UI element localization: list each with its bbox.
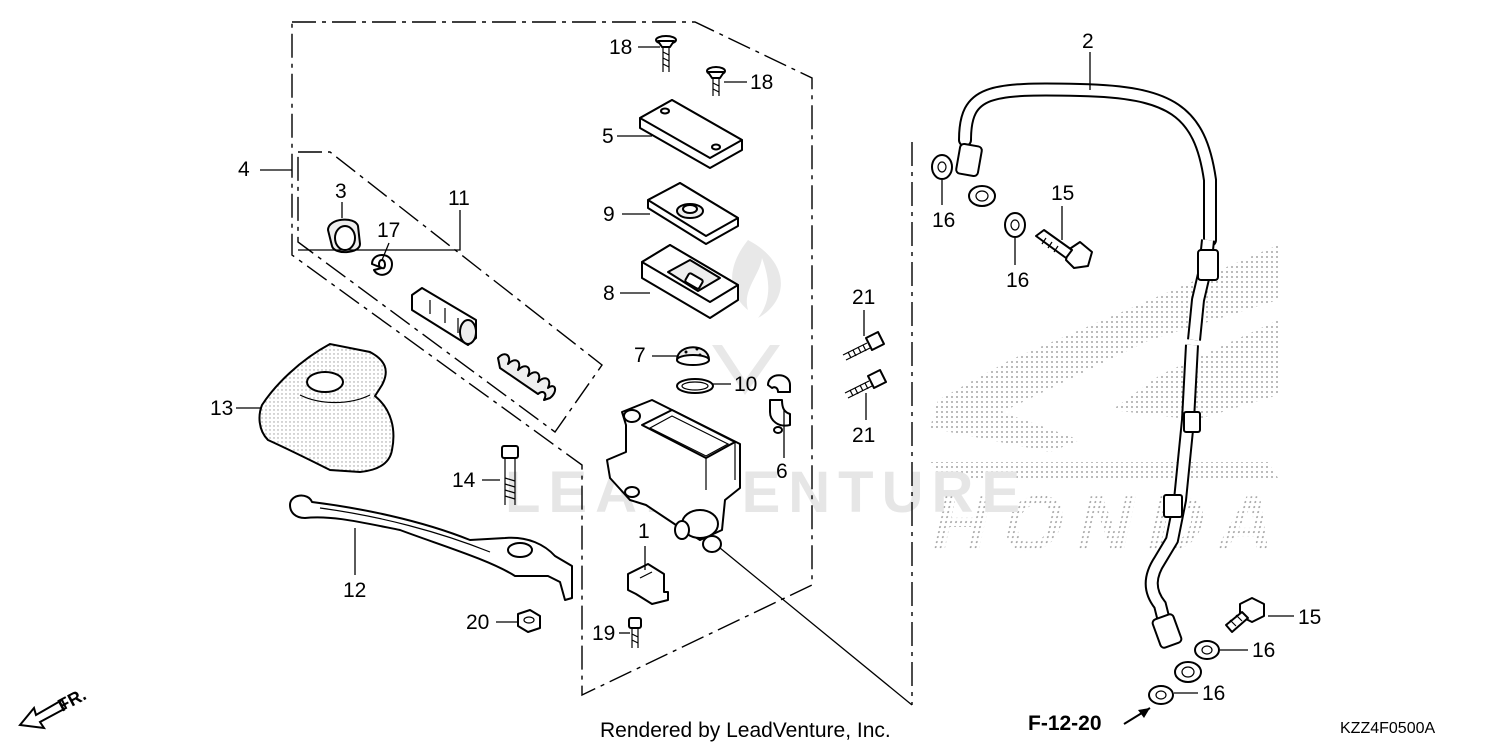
callout-2: 2: [1082, 30, 1094, 53]
boot-3: [327, 218, 361, 254]
clamp-holder-6: [767, 374, 791, 434]
screw-18-right: [706, 66, 726, 96]
reservoir-cap-5: [639, 99, 743, 169]
bolt-21-lower: [844, 369, 887, 399]
callout-16-a: 16: [932, 209, 955, 232]
callout-8: 8: [603, 282, 615, 305]
callout-16-b: 16: [1006, 269, 1029, 292]
spring: [497, 353, 556, 401]
leadventure-watermark: LEADVENTURE: [505, 240, 1028, 525]
callout-3: 3: [335, 180, 347, 203]
honda-watermark-text: HONDA: [925, 480, 1299, 567]
washer-16-d: [1148, 685, 1174, 705]
screw-19: [628, 617, 642, 648]
callout-labels: 1 2 3 4 5 6 7 8 9 10 11 12 13 14 15 15 1…: [210, 30, 1321, 705]
brake-lever-12: [289, 494, 573, 601]
banjo-bolt-15-lower: [1225, 597, 1265, 633]
callout-14: 14: [452, 469, 476, 492]
washer-16-a: [931, 154, 953, 180]
switch-body: [627, 563, 669, 605]
callout-21-upper: 21: [852, 286, 875, 309]
callout-15-lower: 15: [1298, 606, 1321, 629]
nut-20: [517, 609, 541, 633]
pivot-bolt-14: [501, 445, 519, 505]
washer-16-b: [1004, 212, 1026, 238]
banjo-bolt-15-upper: [1035, 229, 1093, 269]
callout-1: 1: [638, 520, 650, 543]
callout-5: 5: [602, 125, 614, 148]
circlip-17: [371, 254, 393, 276]
callout-11: 11: [448, 187, 470, 210]
front-direction-indicator: FR.: [18, 684, 89, 730]
leadventure-watermark-text: LEADVENTURE: [505, 460, 1028, 525]
leader-lines: [236, 46, 1294, 706]
diaphragm-8: [641, 244, 739, 319]
washer-16-c: [1194, 640, 1220, 660]
bolt-21-upper: [842, 331, 885, 361]
piston-11: [411, 287, 477, 346]
callout-10: 10: [734, 373, 757, 396]
master-cylinder-body-1: [606, 399, 741, 553]
brake-hose-2: [955, 82, 1219, 683]
callout-20: 20: [466, 611, 489, 634]
assembly-outline-4: [291, 21, 813, 697]
ring-10: [676, 378, 714, 394]
figure-reference: F-12-20: [1028, 707, 1151, 735]
assembly-outline-11: [297, 151, 603, 433]
callout-16-c: 16: [1252, 639, 1275, 662]
callout-9: 9: [603, 203, 615, 226]
callout-18-right: 18: [750, 71, 773, 94]
callout-12: 12: [343, 579, 366, 602]
callout-4: 4: [238, 158, 250, 181]
figure-reference-text: F-12-20: [1028, 712, 1102, 735]
callout-15-upper: 15: [1051, 182, 1074, 205]
callout-6: 6: [776, 460, 788, 483]
callout-13: 13: [210, 397, 233, 420]
callout-7: 7: [634, 344, 646, 367]
diagram-code: KZZ4F0500A: [1340, 720, 1435, 737]
callout-16-d: 16: [1202, 682, 1225, 705]
float-7: [676, 346, 710, 366]
diaphragm-plate-9: [647, 182, 739, 245]
callout-17: 17: [377, 219, 400, 242]
callout-21-lower: 21: [852, 424, 875, 447]
callout-19: 19: [592, 622, 615, 645]
callout-18-left: 18: [609, 36, 632, 59]
cover-13: [258, 342, 395, 474]
render-credit: Rendered by LeadVenture, Inc.: [600, 719, 891, 742]
screw-18-left: [655, 35, 677, 72]
front-arrow-icon: [18, 698, 68, 730]
